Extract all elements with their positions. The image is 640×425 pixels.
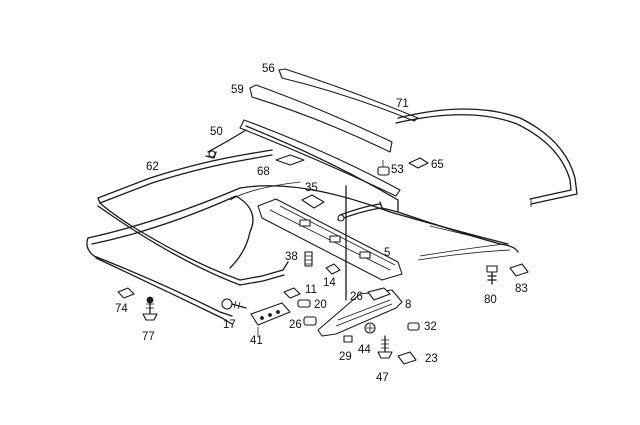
- part-35-bracket: [301, 194, 325, 209]
- part-11-clip: [283, 287, 301, 299]
- part-74-clip: [117, 287, 135, 299]
- label-26a: 26: [350, 291, 363, 303]
- label-68: 68: [257, 166, 270, 178]
- label-47: 47: [376, 372, 389, 384]
- part-32-block: [407, 322, 420, 331]
- part-20-block: [297, 299, 311, 308]
- label-65: 65: [431, 159, 444, 171]
- label-26b: 26: [289, 319, 302, 331]
- label-56: 56: [262, 63, 275, 75]
- part-80-bolt: [486, 265, 498, 273]
- label-29: 29: [339, 351, 352, 363]
- label-83: 83: [515, 283, 528, 295]
- part-26a-block: [367, 287, 391, 301]
- part-59-strip: [249, 84, 393, 153]
- part-68-pad: [275, 154, 305, 166]
- label-41: 41: [250, 335, 263, 347]
- label-71: 71: [396, 98, 409, 110]
- label-32: 32: [424, 321, 437, 333]
- label-14: 14: [323, 277, 336, 289]
- label-50: 50: [210, 126, 223, 138]
- label-77: 77: [142, 331, 155, 343]
- label-80: 80: [484, 294, 497, 306]
- label-59: 59: [231, 84, 244, 96]
- label-23: 23: [425, 353, 438, 365]
- part-53-block: [377, 166, 390, 176]
- label-11: 11: [305, 284, 317, 296]
- label-20: 20: [314, 299, 327, 311]
- label-5: 5: [384, 247, 390, 259]
- part-29-block: [343, 335, 353, 343]
- label-62: 62: [146, 161, 159, 173]
- part-23-clip: [397, 351, 417, 365]
- label-38: 38: [285, 251, 298, 263]
- label-53: 53: [391, 164, 404, 176]
- part-17-bolt: [221, 298, 233, 310]
- part-71-seal: [397, 108, 578, 205]
- label-74: 74: [115, 303, 128, 315]
- label-44: 44: [358, 344, 371, 356]
- part-38-spring: [304, 251, 313, 267]
- label-17: 17: [223, 319, 236, 331]
- part-62-seal: [97, 149, 273, 199]
- part-83-clip: [509, 263, 529, 277]
- part-14-clip: [325, 263, 341, 275]
- label-8: 8: [405, 299, 411, 311]
- label-35: 35: [305, 182, 318, 194]
- part-26b-block: [303, 316, 317, 326]
